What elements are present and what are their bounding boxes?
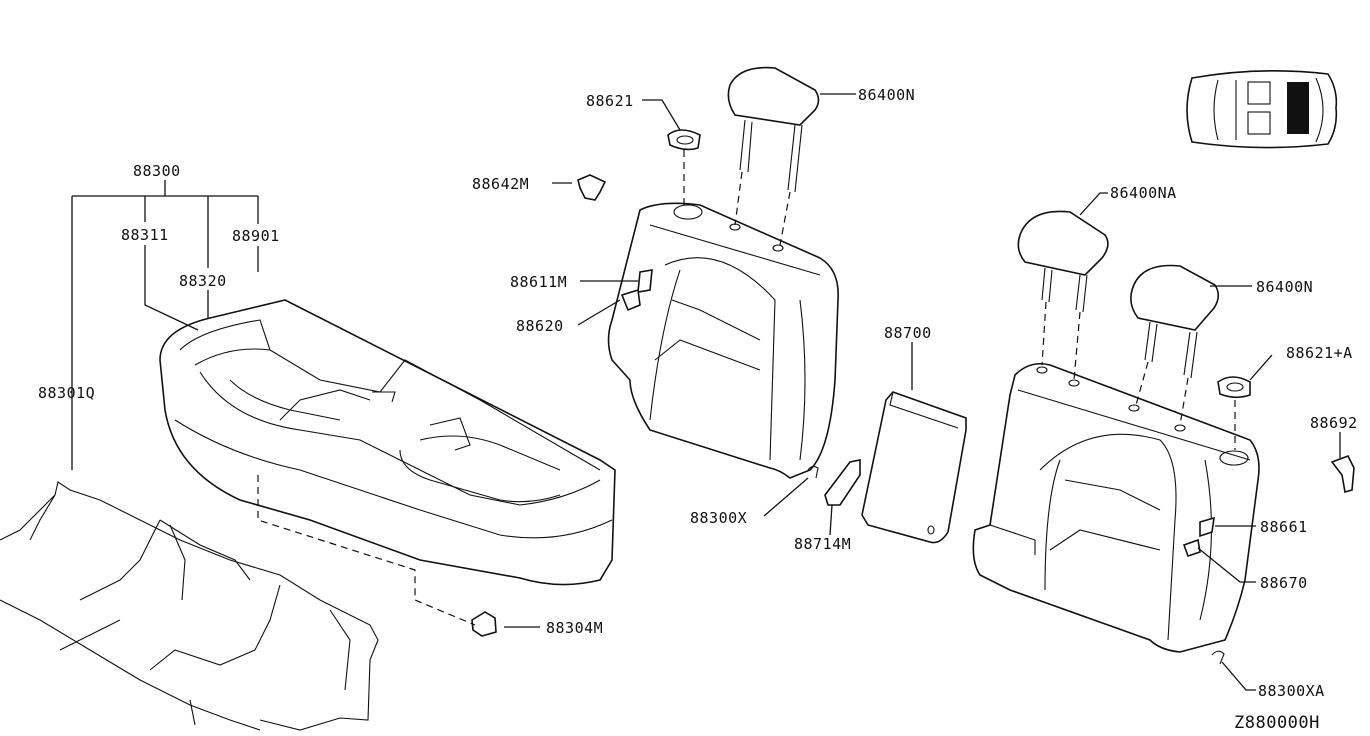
part-labels: 88300 88311 88901 88320 88301Q 88621 864… — [38, 86, 1358, 733]
hook-88620-part — [620, 288, 641, 312]
label-88300: 88300 — [133, 162, 181, 180]
trim-88661-part — [1199, 516, 1215, 538]
leader-lines — [71, 93, 1341, 691]
hook-88300xa-part — [1211, 650, 1225, 665]
bracket-88714m-part — [824, 459, 861, 506]
label-88311: 88311 — [121, 226, 169, 244]
label-88300xa: 88300XA — [1258, 682, 1325, 700]
headrest-right-1-dash-2 — [1073, 311, 1081, 381]
label-88304m: 88304M — [546, 619, 603, 637]
headrest-right-1-dash — [1041, 301, 1047, 366]
headrest-right-1-part — [1017, 210, 1109, 313]
headrest-guide-dash-2 — [779, 191, 791, 246]
hook-88300x-part — [807, 465, 819, 479]
cushion-clip-dash — [257, 475, 476, 626]
car-top-view-icon — [1186, 70, 1338, 149]
label-86400n-right: 86400N — [1256, 278, 1313, 296]
label-88320: 88320 — [179, 272, 227, 290]
clip-88304m-part — [471, 611, 497, 637]
label-88620: 88620 — [516, 317, 564, 335]
label-88692: 88692 — [1310, 414, 1358, 432]
label-88621: 88621 — [586, 92, 634, 110]
hook-88670-part — [1182, 538, 1201, 558]
label-88901: 88901 — [232, 227, 280, 245]
headrest-guide-part — [667, 129, 701, 151]
label-88301q: 88301Q — [38, 384, 95, 402]
diagram-code: Z880000H — [1234, 713, 1320, 733]
label-88700: 88700 — [884, 324, 932, 342]
label-88670: 88670 — [1260, 574, 1308, 592]
headrest-top-part — [727, 66, 820, 193]
seat-cushion-part — [159, 299, 616, 586]
right-seat-back-part — [972, 362, 1260, 653]
trim-88611m-part — [637, 269, 653, 293]
label-88714m: 88714M — [794, 535, 851, 553]
clip-88642m-part — [577, 174, 607, 201]
label-86400na: 86400NA — [1110, 184, 1177, 202]
label-88661: 88661 — [1260, 518, 1308, 536]
seat-floor-frame-part — [0, 481, 379, 731]
clip-88692-part — [1330, 454, 1355, 494]
headrest-right-2-part — [1130, 264, 1220, 379]
headrest-right-2-dash — [1135, 361, 1149, 406]
armrest-part — [861, 391, 967, 544]
headrest-guide-dash-1 — [734, 171, 743, 226]
headrest-right-2-dash-2 — [1179, 377, 1189, 426]
label-88621a: 88621+A — [1286, 344, 1353, 362]
headrest-guide-right-part — [1217, 376, 1251, 399]
left-seat-back-part — [607, 202, 839, 479]
label-88300x: 88300X — [690, 509, 747, 527]
label-86400n-top: 86400N — [858, 86, 915, 104]
label-88611m: 88611M — [510, 273, 567, 291]
label-88642m: 88642M — [472, 175, 529, 193]
